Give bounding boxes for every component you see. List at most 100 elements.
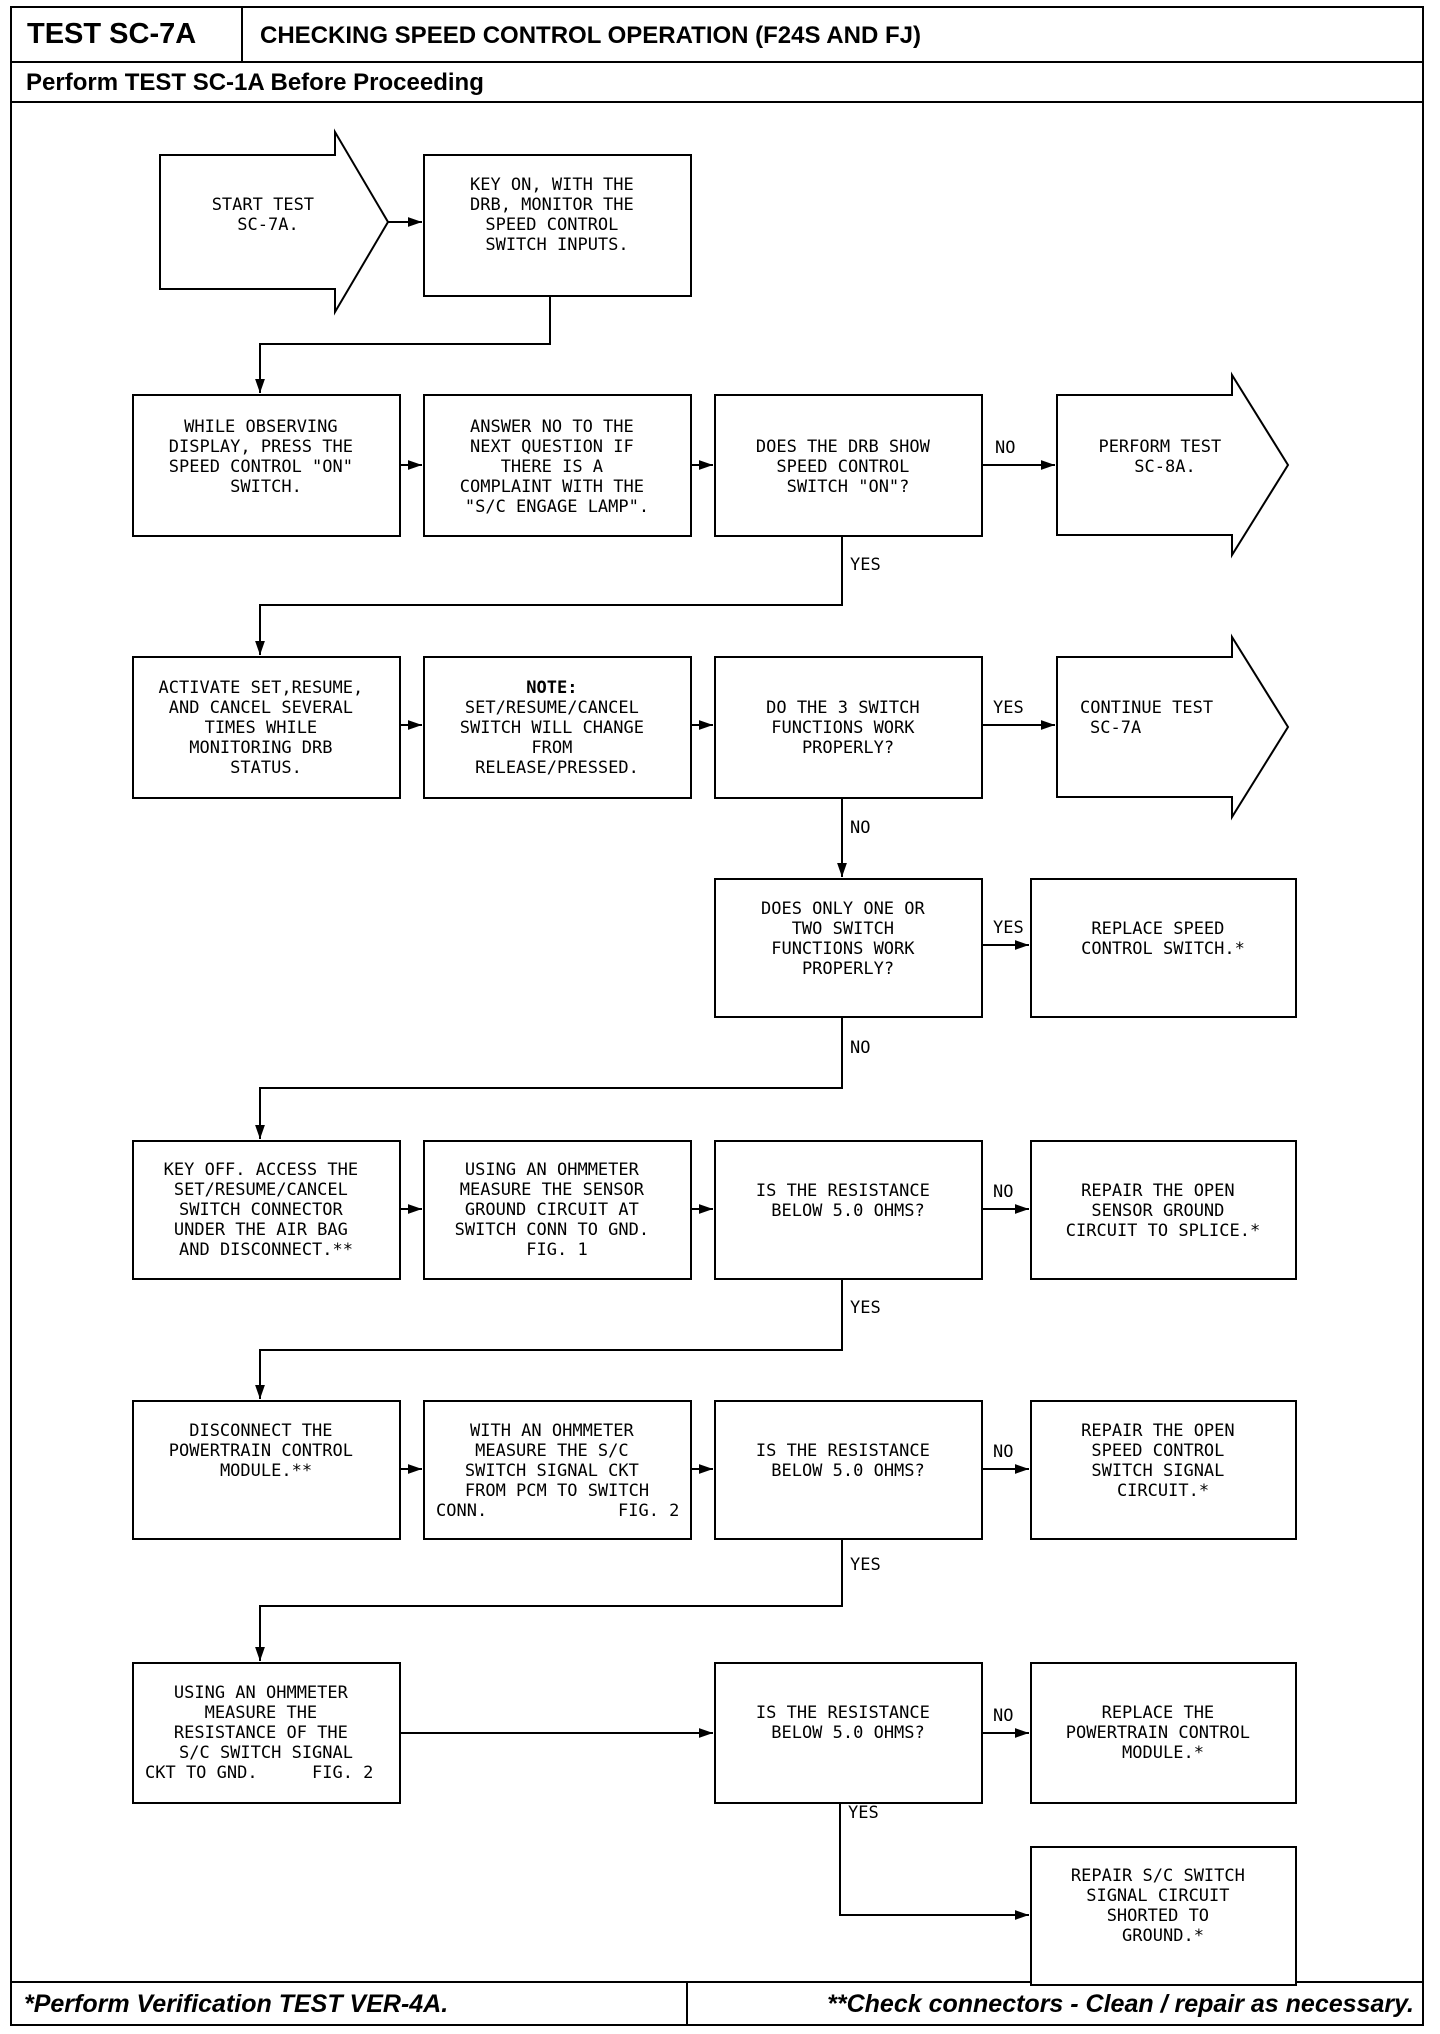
- step-key-off-line: SWITCH CONNECTOR: [179, 1200, 344, 1220]
- step-key-on-line: DRB, MONITOR THE: [470, 195, 634, 215]
- decision-resistance-1: IS THE RESISTANCE BELOW 5.0 OHMS?: [714, 1140, 983, 1280]
- step-note-line: SET/RESUME/CANCEL: [465, 698, 639, 718]
- step-note-line: SWITCH WILL CHANGE: [460, 718, 644, 738]
- step-note-line: RELEASE/PRESSED.: [475, 758, 639, 778]
- label-no: NO: [993, 1706, 1013, 1726]
- step-ohm-ground-line: USING AN OHMMETER: [465, 1160, 640, 1180]
- svg-text:KEY OFF. ACCESS THE SET/: KEY OFF. ACCESS THE SET/RESUME/CANCEL SW…: [164, 1160, 369, 1260]
- step-disconnect-pcm-line: DISCONNECT THE: [189, 1421, 332, 1441]
- svg-text:DO THE 3 SWITCH FUNCTION: DO THE 3 SWITCH FUNCTIONS WORK PROPERLY?: [766, 698, 930, 758]
- label-yes: YES: [848, 1803, 879, 1823]
- step-key-off-line: UNDER THE AIR BAG: [174, 1220, 348, 1240]
- step-activate-line: ACTIVATE SET,RESUME,: [159, 678, 364, 698]
- step-ohm-gnd-line: USING AN OHMMETER: [174, 1683, 349, 1703]
- decision-drb-on: DOES THE DRB SHOW SPEED CONTROL SWITCH "…: [714, 394, 983, 537]
- step-key-on-line: KEY ON, WITH THE: [470, 175, 634, 195]
- decision-drb-on-line: DOES THE DRB SHOW: [756, 437, 931, 457]
- step-ohm-signal-line: MEASURE THE S/C: [475, 1441, 629, 1461]
- step-answer-no: ANSWER NO TO THE NEXT QUESTION IF THERE …: [423, 394, 692, 537]
- svg-text:KEY ON, WITH THE DRB, MO: KEY ON, WITH THE DRB, MONITOR THE SPEED …: [470, 175, 644, 255]
- label-yes: YES: [850, 555, 881, 575]
- svg-text:ANSWER NO TO THE NEXT QU: ANSWER NO TO THE NEXT QUESTION IF THERE …: [460, 417, 654, 517]
- step-note: NOTE: SET/RESUME/CANCEL SWITCH WILL CHAN…: [423, 656, 692, 799]
- decision-one-two-line: DOES ONLY ONE OR: [761, 899, 926, 919]
- svg-text:DOES ONLY ONE OR TWO SWI: DOES ONLY ONE OR TWO SWITCH FUNCTIONS WO…: [761, 899, 935, 979]
- label-no: NO: [850, 818, 870, 838]
- step-disconnect-pcm-line: POWERTRAIN CONTROL: [169, 1441, 353, 1461]
- svg-text:NOTE: SET/RESUME/CANCEL: NOTE: SET/RESUME/CANCEL SWITCH WILL CHAN…: [460, 678, 654, 778]
- footer-verification-note: *Perform Verification TEST VER-4A.: [12, 1983, 688, 2026]
- decision-res1-line: BELOW 5.0 OHMS?: [771, 1201, 925, 1221]
- decision-res3-line: BELOW 5.0 OHMS?: [771, 1723, 925, 1743]
- decision-one-two-line: FUNCTIONS WORK: [771, 939, 915, 959]
- svg-text:START TEST SC-7A.: START TEST SC-7A.: [212, 195, 325, 235]
- step-answer-no-line: COMPLAINT WITH THE: [460, 477, 644, 497]
- step-ohm-signal-line: FROM PCM TO SWITCH: [465, 1481, 649, 1501]
- replace-pcm-line: REPLACE THE: [1102, 1703, 1215, 1723]
- step-activate: ACTIVATE SET,RESUME, AND CANCEL SEVERAL …: [132, 656, 401, 799]
- svg-text:ACTIVATE SET,RESUME, AND: ACTIVATE SET,RESUME, AND CANCEL SEVERAL …: [159, 678, 374, 778]
- svg-text:CONTINUE TEST SC-7A: CONTINUE TEST SC-7A: [1080, 698, 1223, 738]
- repair-short-line: REPAIR S/C SWITCH: [1071, 1866, 1245, 1886]
- label-no: NO: [993, 1442, 1013, 1462]
- svg-text:DISCONNECT THE POWERTRAI: DISCONNECT THE POWERTRAIN CONTROL MODULE…: [169, 1421, 363, 1481]
- step-replace-pcm: REPLACE THE POWERTRAIN CONTROL MODULE.*: [1030, 1662, 1297, 1804]
- step-ohm-ground-line: FIG. 1: [526, 1240, 587, 1260]
- decision-res3-line: IS THE RESISTANCE: [756, 1703, 930, 1723]
- repair-short-line: GROUND.*: [1122, 1926, 1204, 1946]
- step-activate-line: STATUS.: [230, 758, 302, 778]
- step-key-on: KEY ON, WITH THE DRB, MONITOR THE SPEED …: [423, 154, 692, 297]
- step-key-off-line: AND DISCONNECT.**: [179, 1240, 353, 1260]
- footer-connector-note: **Check connectors - Clean / repair as n…: [827, 1990, 1414, 2018]
- svg-text:REPAIR THE OPEN SPEED CO: REPAIR THE OPEN SPEED CONTROL SWITCH SIG…: [1081, 1421, 1245, 1501]
- repair-signal-line: CIRCUIT.*: [1117, 1481, 1209, 1501]
- step-repair-ground: REPAIR THE OPEN SENSOR GROUND CIRCUIT TO…: [1030, 1140, 1297, 1280]
- svg-text:WITH AN OHMMETER MEASURE: WITH AN OHMMETER MEASURE THE S/C SWITCH …: [465, 1421, 649, 1501]
- step-activate-line: MONITORING DRB: [189, 738, 332, 758]
- svg-text:REPLACE SPEED CONTROL SW: REPLACE SPEED CONTROL SWITCH.*: [1081, 919, 1245, 959]
- repair-ground-line: REPAIR THE OPEN: [1081, 1181, 1235, 1201]
- decision-one-two-line: TWO SWITCH: [792, 919, 894, 939]
- decision-drb-on-line: SWITCH "ON"?: [787, 477, 910, 497]
- svg-text:IS THE RESISTANCE BELOW: IS THE RESISTANCE BELOW 5.0 OHMS?: [756, 1441, 940, 1481]
- replace-switch-line: CONTROL SWITCH.*: [1081, 939, 1245, 959]
- decision-res1-line: IS THE RESISTANCE: [756, 1181, 930, 1201]
- decision-one-two-line: PROPERLY?: [802, 959, 894, 979]
- svg-text:IS THE RESISTANCE BELOW: IS THE RESISTANCE BELOW 5.0 OHMS?: [756, 1703, 940, 1743]
- step-press-on-line: SPEED CONTROL "ON": [169, 457, 353, 477]
- step-ohm-gnd-line: RESISTANCE OF THE: [174, 1723, 348, 1743]
- svg-text:WHILE OBSERVING DISPLAY,: WHILE OBSERVING DISPLAY, PRESS THE SPEED…: [169, 417, 363, 497]
- decision-res2-line: BELOW 5.0 OHMS?: [771, 1461, 925, 1481]
- replace-switch-line: REPLACE SPEED: [1091, 919, 1224, 939]
- step-replace-switch: REPLACE SPEED CONTROL SWITCH.*: [1030, 878, 1297, 1018]
- perform-sc8a-line: SC-8A.: [1134, 457, 1195, 477]
- note-title: NOTE:: [526, 678, 577, 698]
- test-id: TEST SC-7A: [12, 8, 243, 61]
- step-press-on: WHILE OBSERVING DISPLAY, PRESS THE SPEED…: [132, 394, 401, 537]
- start-test-arrow: START TEST SC-7A.: [159, 128, 390, 316]
- start-line-1: START TEST: [212, 195, 314, 215]
- step-ohm-gnd-line: MEASURE THE: [205, 1703, 318, 1723]
- continue-sc7a-arrow: CONTINUE TEST SC-7A: [1056, 633, 1290, 821]
- connector-lines: [255, 217, 1055, 1920]
- svg-text:REPLACE THE POWERTRAIN C: REPLACE THE POWERTRAIN CONTROL MODULE.*: [1066, 1703, 1260, 1763]
- step-ohm-ground: USING AN OHMMETER MEASURE THE SENSOR GRO…: [423, 1140, 692, 1280]
- step-ohm-gnd-ckt: CKT TO GND.: [145, 1763, 258, 1783]
- perform-sc8a-arrow: PERFORM TEST SC-8A.: [1056, 371, 1290, 559]
- repair-ground-line: CIRCUIT TO SPLICE.*: [1066, 1221, 1260, 1241]
- step-ohm-signal: WITH AN OHMMETER MEASURE THE S/C SWITCH …: [423, 1400, 692, 1540]
- label-no: NO: [993, 1182, 1013, 1202]
- fig-2-ref: FIG. 2: [618, 1501, 679, 1521]
- svg-text:DOES THE DRB SHOW SPEED: DOES THE DRB SHOW SPEED CONTROL SWITCH "…: [756, 437, 940, 497]
- decision-one-two-switch: DOES ONLY ONE OR TWO SWITCH FUNCTIONS WO…: [714, 878, 983, 1018]
- decision-drb-on-line: SPEED CONTROL: [776, 457, 909, 477]
- step-key-off-line: KEY OFF. ACCESS THE: [164, 1160, 358, 1180]
- repair-signal-line: REPAIR THE OPEN: [1081, 1421, 1235, 1441]
- procedure-sheet: TEST SC-7A CHECKING SPEED CONTROL OPERAT…: [10, 6, 1424, 2026]
- label-yes: YES: [993, 698, 1024, 718]
- step-key-off: KEY OFF. ACCESS THE SET/RESUME/CANCEL SW…: [132, 1140, 401, 1280]
- step-ohm-gnd-line: S/C SWITCH SIGNAL: [179, 1743, 353, 1763]
- decision-three-switch-line: PROPERLY?: [802, 738, 894, 758]
- branch-labels: NO YES YES NO YES NO NO YES NO YES NO YE…: [848, 438, 1024, 1823]
